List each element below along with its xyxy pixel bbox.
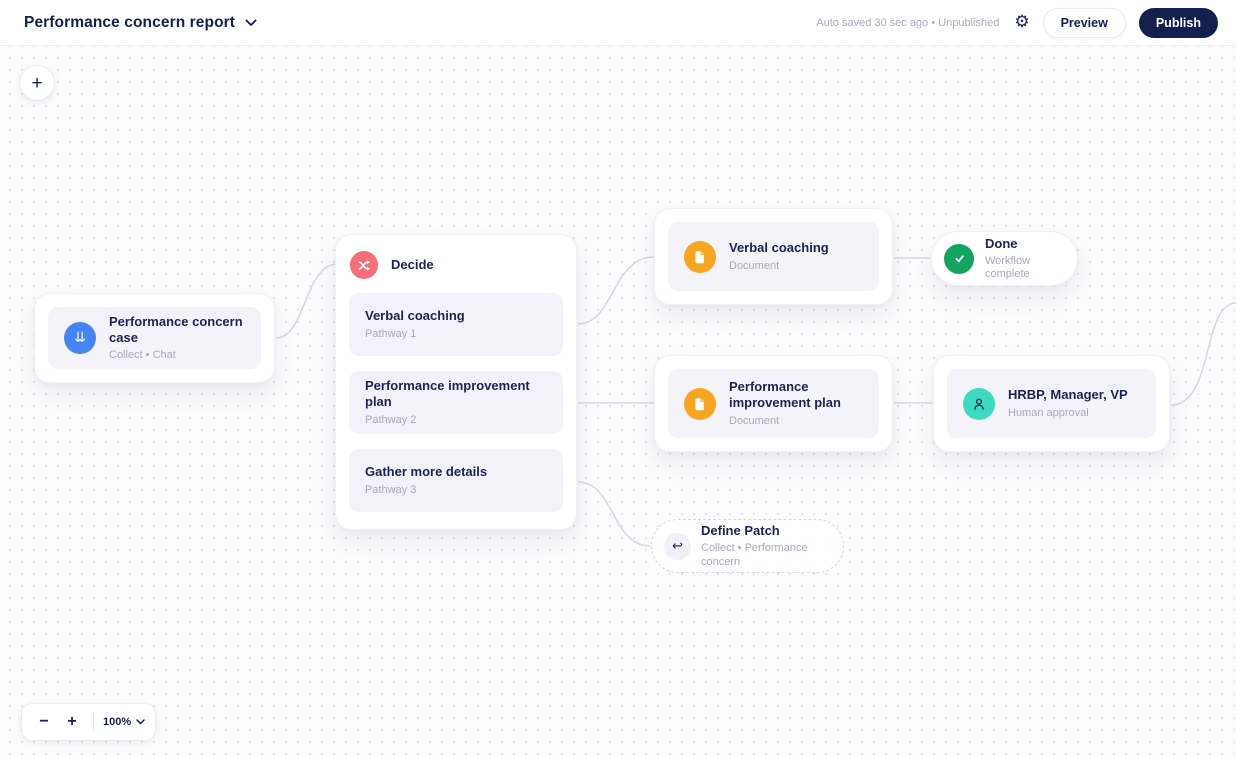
pathway-subtitle: Pathway 2 (365, 413, 417, 426)
publish-button[interactable]: Publish (1138, 7, 1218, 38)
node-define-patch-draft[interactable]: ↩ Define Patch Collect • Performance con… (651, 519, 844, 573)
zoom-level-value: 100% (103, 716, 132, 728)
node-subtitle: Workflow complete (985, 254, 1031, 281)
node-done[interactable]: Done Workflow complete (931, 231, 1078, 286)
node-subtitle: Human approval (1008, 406, 1089, 419)
page-title: Performance concern report (24, 13, 236, 31)
node-title: Performance concern case (109, 313, 243, 345)
zoom-in-button[interactable]: + (60, 710, 84, 734)
chevron-down-icon (136, 719, 145, 725)
top-bar: Performance concern report Auto saved 30… (0, 0, 1236, 46)
title-chevron-down-icon[interactable] (245, 19, 257, 27)
node-title: Performance improvement plan (729, 379, 841, 411)
node-verbal-coaching-document[interactable]: Verbal coaching Document (654, 208, 893, 305)
pathway-title: Performance improvement plan (365, 378, 530, 410)
node-performance-improvement-plan-document[interactable]: Performance improvement plan Document (654, 355, 893, 452)
undo-arrow-icon: ↩ (664, 532, 691, 560)
divider (93, 713, 94, 731)
node-subtitle: Collect • Performance concern (701, 542, 808, 568)
pathway-subtitle: Pathway 1 (365, 327, 417, 340)
document-icon (684, 240, 716, 273)
autosave-status: Auto saved 30 sec ago • Unpublished (816, 16, 1000, 29)
collect-arrows-icon: ⇊ (64, 322, 96, 354)
add-node-button[interactable]: + (20, 66, 54, 100)
node-subtitle: Document (729, 414, 780, 427)
settings-gear-icon[interactable]: ⚙ (1014, 12, 1030, 32)
pathway-title: Gather more details (365, 464, 488, 480)
zoom-controls: − + 100% (22, 704, 156, 740)
node-title: Verbal coaching (729, 240, 829, 256)
node-title: HRBP, Manager, VP (1008, 387, 1128, 403)
node-decide[interactable]: Decide Verbal coaching Pathway 1 Perform… (335, 234, 577, 530)
node-subtitle: Document (729, 259, 780, 272)
node-subtitle: Collect • Chat (109, 349, 176, 362)
preview-button[interactable]: Preview (1042, 7, 1126, 38)
node-title: Decide (391, 256, 434, 272)
pathway-option-1[interactable]: Verbal coaching Pathway 1 (349, 293, 563, 356)
node-performance-concern-case[interactable]: ⇊ Performance concern case Collect • Cha… (34, 293, 275, 383)
document-icon (684, 387, 716, 420)
person-icon (963, 387, 995, 420)
node-hrbp-manager-vp-approval[interactable]: HRBP, Manager, VP Human approval (933, 355, 1170, 452)
zoom-out-button[interactable]: − (32, 710, 56, 734)
pathway-option-3[interactable]: Gather more details Pathway 3 (349, 449, 563, 512)
node-title: Done (985, 235, 1018, 251)
pathway-title: Verbal coaching (365, 308, 465, 324)
pathway-option-2[interactable]: Performance improvement plan Pathway 2 (349, 371, 563, 434)
node-title: Define Patch (701, 523, 780, 539)
shuffle-icon (350, 251, 378, 279)
pathway-subtitle: Pathway 3 (365, 483, 417, 496)
workflow-canvas[interactable]: + ⇊ Performance concern case Collect • C… (0, 46, 1236, 758)
check-icon (944, 243, 974, 274)
zoom-level-select[interactable]: 100% (103, 716, 145, 728)
